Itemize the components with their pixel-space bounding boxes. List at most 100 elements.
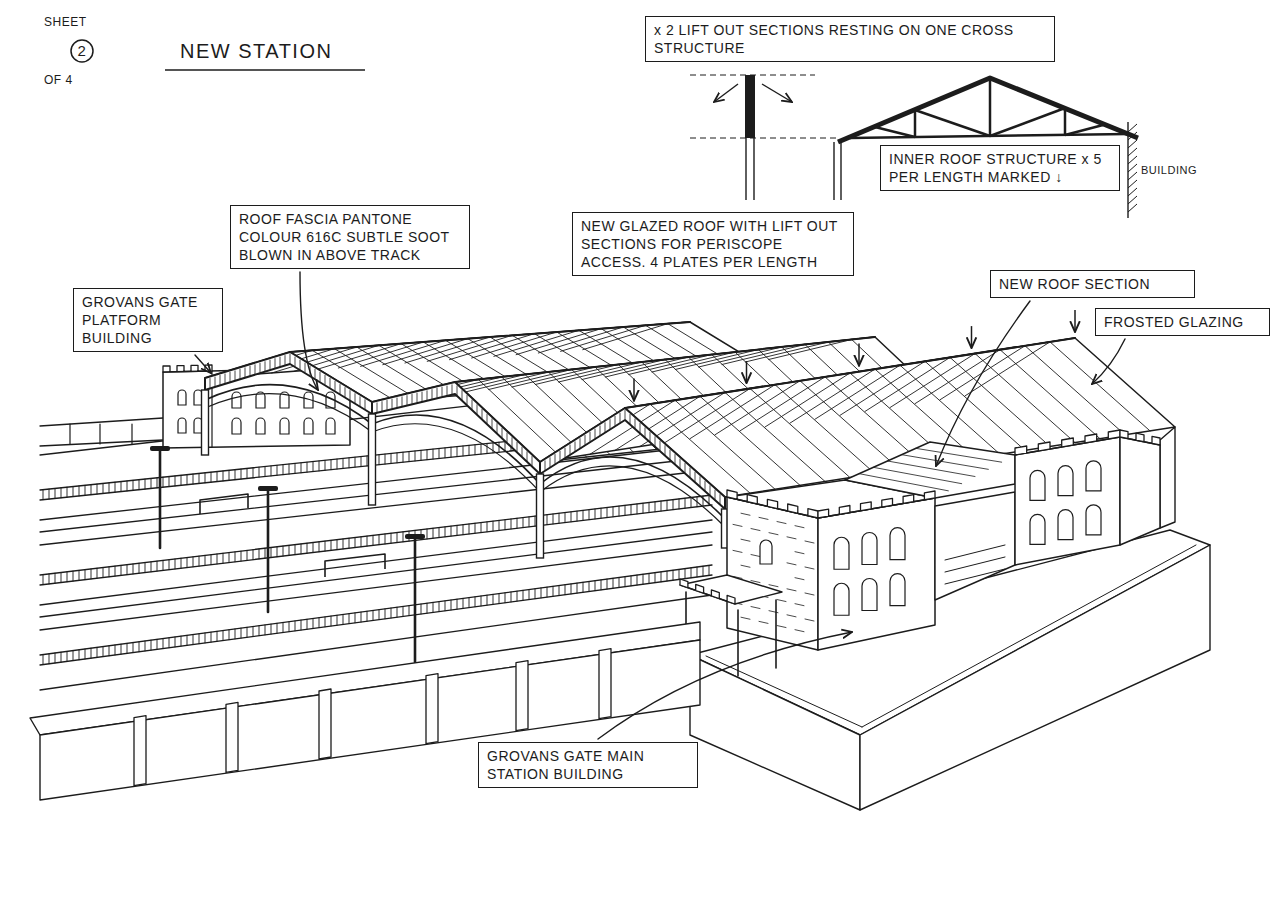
platform-edge-tick <box>265 467 266 477</box>
platform-edge-tick <box>373 610 374 620</box>
roof-arch <box>205 394 372 432</box>
glazing-bar <box>769 340 852 360</box>
callout-text: INNER ROOF STRUCTURE x 5 PER LENGTH MARK… <box>889 150 1111 186</box>
fascia-boarding <box>305 363 306 372</box>
fascia-boarding <box>670 450 671 459</box>
platform-edge-tick <box>679 569 680 579</box>
fascia-boarding <box>280 357 281 366</box>
callout-box: GROVANS GATE PLATFORM BUILDING <box>73 288 223 352</box>
platform-edge-tick <box>361 612 362 622</box>
platform-edge-tick <box>163 639 164 649</box>
roof-fascia <box>372 382 540 474</box>
main-building-side <box>1120 437 1160 545</box>
platform-edge-tick <box>349 614 350 624</box>
platform-edge-tick <box>43 490 44 500</box>
platform-edge-tick <box>709 565 710 575</box>
fascia-boarding <box>397 398 398 407</box>
brick-course <box>805 541 814 543</box>
leader-line <box>195 355 211 373</box>
brick-course <box>777 600 786 602</box>
stair-line <box>945 569 1005 584</box>
platform-edge-tick <box>331 460 332 470</box>
fascia-boarding <box>467 395 468 404</box>
platform-edge <box>40 505 712 585</box>
platform-edge-tick <box>229 470 230 480</box>
platform-edge-tick <box>523 590 524 600</box>
platform-edge-tick <box>217 472 218 482</box>
fascia-boarding <box>655 437 656 446</box>
glazing-bar <box>605 357 688 377</box>
platform-edge-tick <box>439 448 440 458</box>
platform-edge-tick <box>67 572 68 582</box>
platform-edge-tick <box>427 529 428 539</box>
truss-member <box>990 108 1065 136</box>
platform-edge-tick <box>367 611 368 621</box>
platform-edge-tick <box>247 550 248 560</box>
truss-member <box>989 80 992 136</box>
platform-edge-tick <box>643 503 644 513</box>
platform-edge-tick <box>517 518 518 528</box>
fascia-boarding <box>447 386 448 395</box>
platform-edge-tick <box>613 507 614 517</box>
glazing-bar <box>665 389 750 443</box>
fascia-boarding <box>720 495 721 504</box>
arched-window <box>178 418 186 433</box>
platform-edge-tick <box>625 577 626 587</box>
platform-edge-tick <box>457 525 458 535</box>
fascia-boarding <box>522 447 523 456</box>
platform-edge-tick <box>79 570 80 580</box>
platform-edge-tick <box>247 627 248 637</box>
platform-edge-tick <box>211 472 212 482</box>
fascia-boarding <box>482 409 483 418</box>
platform-edge-tick <box>43 655 44 665</box>
brick-course <box>741 617 750 619</box>
platform-edge-tick <box>505 593 506 603</box>
platform-edge-tick <box>571 512 572 522</box>
platform-edge-tick <box>331 616 332 626</box>
stair-line <box>945 557 1005 572</box>
fascia-boarding <box>275 359 276 368</box>
porch-post <box>775 600 777 668</box>
platform-edge-tick <box>361 537 362 547</box>
platform-bench <box>200 494 248 514</box>
platform-edge-tick <box>205 633 206 643</box>
platform-edge-tick <box>529 590 530 600</box>
hatch-line <box>1128 172 1137 180</box>
fascia-boarding <box>220 375 221 384</box>
platform-edge-tick <box>583 582 584 592</box>
lamp-post <box>159 450 162 548</box>
fascia-boarding <box>645 428 646 437</box>
glazing-bar <box>465 372 548 392</box>
label-holder: SHEET <box>44 12 87 32</box>
arched-window <box>890 528 905 560</box>
platform-edge-tick <box>655 502 656 512</box>
truss-rafter <box>838 78 1138 142</box>
platform-edge-tick <box>319 542 320 552</box>
arched-window <box>1058 510 1073 540</box>
platform-edge-tick <box>427 450 428 460</box>
fascia-boarding <box>265 362 266 371</box>
platform-edge-tick <box>379 610 380 620</box>
glazing-bar <box>915 350 1000 404</box>
glazing-bar <box>722 345 805 365</box>
roof-board <box>859 474 948 491</box>
fascia-boarding <box>580 439 581 448</box>
fascia-boarding <box>340 384 341 393</box>
platform-edge-tick <box>391 608 392 618</box>
platform-edge-tick <box>487 443 488 453</box>
platform-edge-tick <box>679 499 680 509</box>
arched-window <box>834 537 849 569</box>
platform-bench <box>325 554 385 577</box>
wall-pilaster <box>599 649 611 719</box>
fascia-boarding <box>240 369 241 378</box>
platform-edge-tick <box>667 500 668 510</box>
roof-support-post <box>840 140 841 200</box>
crenellation <box>818 491 935 518</box>
platform-edge-tick <box>211 632 212 642</box>
glazing-bar <box>740 377 825 431</box>
wall-pilaster <box>226 702 238 772</box>
platform-edge-tick <box>103 483 104 493</box>
platform-edge-tick <box>91 485 92 495</box>
platform-edge-tick <box>175 637 176 647</box>
glazing-bar <box>800 381 900 470</box>
